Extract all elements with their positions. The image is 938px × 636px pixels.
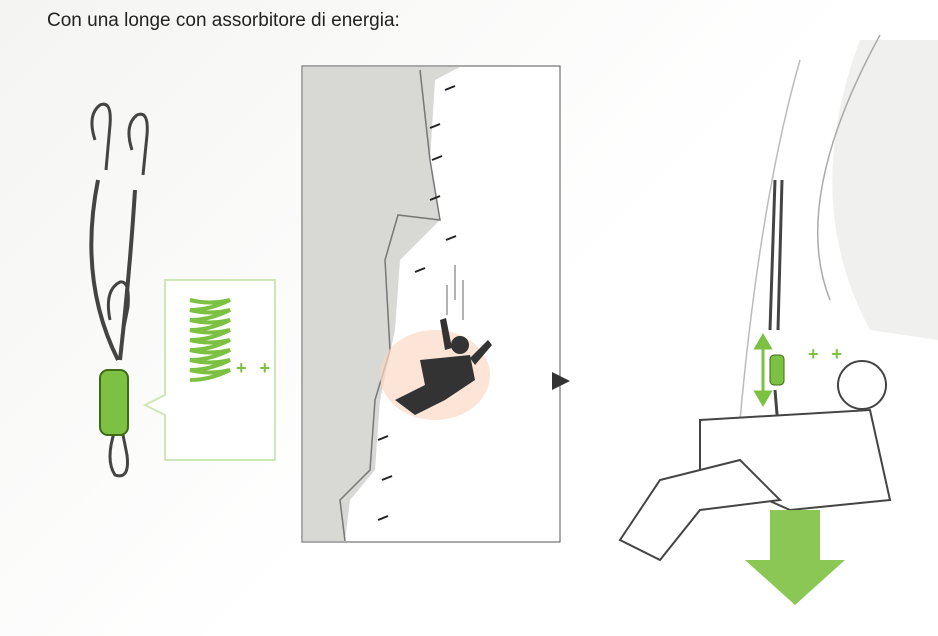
climber-plus-label: + + <box>808 344 847 364</box>
climber-lanyard <box>768 179 784 451</box>
cable-anchors <box>377 85 457 521</box>
hanging-climber <box>618 360 892 562</box>
falling-climber <box>395 318 492 415</box>
caption: Con una longe con assorbitore di energia… <box>47 10 400 31</box>
fall-force-arrow-icon <box>745 510 845 605</box>
tearing-webbing-icon <box>189 298 231 382</box>
lanyard-illustration <box>89 102 149 478</box>
energy-absorber <box>99 369 129 436</box>
rock-wall <box>303 67 460 541</box>
extension-arrow-icon <box>753 333 773 407</box>
next-arrow-icon <box>552 372 570 390</box>
zoom-callout <box>142 279 276 461</box>
zoom-plus-label: + + <box>236 358 275 378</box>
safety-cable <box>739 59 801 421</box>
energy-absorber-deployed <box>769 354 785 386</box>
motion-lines <box>446 265 464 320</box>
